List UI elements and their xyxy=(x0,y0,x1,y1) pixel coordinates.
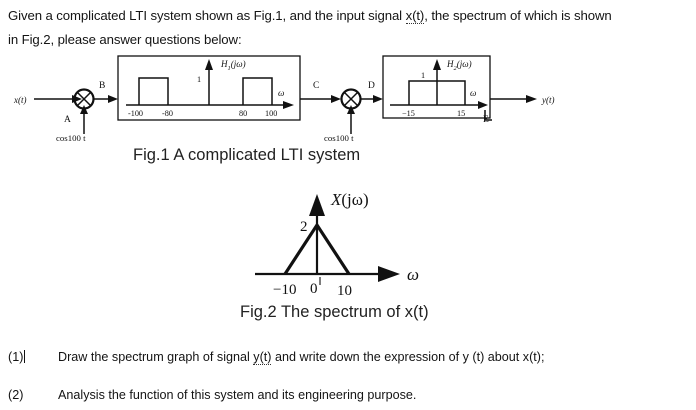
fig1-caption: Fig.1 A complicated LTI system xyxy=(133,146,361,164)
fig1-filter2-tick-1: 15 xyxy=(457,109,465,118)
fig1-filter1-tick-1: -80 xyxy=(162,109,173,118)
question-1-text: Draw the spectrum graph of signal y(t) a… xyxy=(58,350,545,365)
fig2-xtick-label-0: 0 xyxy=(310,281,318,297)
fig1-node-label-E: E xyxy=(483,115,489,125)
intro-underlined-token: x(t) xyxy=(405,8,425,24)
question-1-underlined-token: y(t) xyxy=(253,350,272,365)
fig1-filter1-passband-positive xyxy=(242,77,273,105)
fig1-filter2-passband xyxy=(408,80,466,105)
text-caret xyxy=(24,350,26,363)
fig1-node-E-bracket xyxy=(484,110,492,121)
intro-line-2-text: in Fig.2, please answer questions below: xyxy=(8,32,242,47)
arrowhead-b xyxy=(108,95,118,103)
question-2-number: (2) xyxy=(8,388,24,402)
fig1-block-diagram: x(t) A cos100 t B ω 1 H1(jω) xyxy=(13,55,555,143)
arrowhead-carrier1 xyxy=(80,105,88,114)
fig1-input-label: x(t) xyxy=(13,95,27,105)
fig1-node-label-B: B xyxy=(99,81,105,91)
fig1-node-label-A: A xyxy=(64,115,71,125)
fig1-filter2-yaxis-arrow xyxy=(433,59,441,70)
fig1-filter1-yaxis-arrow xyxy=(205,59,213,70)
fig1-filter2-amplitude-label: 1 xyxy=(421,71,425,80)
fig1-output-label: y(t) xyxy=(541,95,555,105)
arrowhead-c xyxy=(331,95,341,103)
fig1-filter1-box xyxy=(117,55,301,121)
fig1-filter1-xaxis-arrow xyxy=(283,101,294,109)
fig1-filter2-box xyxy=(382,55,491,119)
fig2-x-axis-arrow xyxy=(378,266,400,282)
fig1-filter1-name: H1(jω) xyxy=(220,59,246,72)
fig1-filter1-passband-negative xyxy=(138,77,169,105)
arrowhead-output xyxy=(526,95,537,103)
fig1-node-label-C: C xyxy=(313,81,319,91)
fig1-filter1-tick-2: 80 xyxy=(239,109,247,118)
fig2-ytick-label-2: 2 xyxy=(300,219,308,235)
fig1-node-label-D: D xyxy=(368,81,375,91)
fig2-xtick-label-10: 10 xyxy=(337,283,352,299)
fig2-spectrum-chart: ω X(jω) 2 −10 0 10 xyxy=(255,190,419,299)
fig1-filter2-name: H2(jω) xyxy=(446,59,472,72)
question-2-text: Analysis the function of this system and… xyxy=(58,388,417,402)
intro-line-1-text: Given a complicated LTI system shown as … xyxy=(8,8,612,24)
arrowhead-carrier2 xyxy=(347,105,355,114)
fig1-filter1-tick-3: 100 xyxy=(265,109,277,118)
fig2-chart-title: X(jω) xyxy=(330,190,369,209)
fig2-triangle-trace xyxy=(283,222,351,275)
intro-paragraph: Given a complicated LTI system shown as … xyxy=(8,4,692,52)
fig1-filter1-tick-0: -100 xyxy=(128,109,143,118)
fig1-filter1-axis-label: ω xyxy=(278,88,284,98)
fig2-xtick-label-neg10: −10 xyxy=(273,282,296,298)
fig1-filter2-xaxis-arrow xyxy=(478,101,488,109)
fig2-caption: Fig.2 The spectrum of x(t) xyxy=(240,303,429,321)
fig1-filter2-axis-label: ω xyxy=(470,88,476,98)
fig1-filter1-amplitude-label: 1 xyxy=(197,75,201,84)
question-1-number: (1) xyxy=(8,350,26,364)
fig1-carrier-2-label: cos100 t xyxy=(324,133,354,143)
fig2-x-axis-label: ω xyxy=(407,265,419,284)
arrowhead-d xyxy=(373,95,383,103)
fig1-filter2-tick-0: −15 xyxy=(402,109,415,118)
fig2-y-axis-arrow xyxy=(309,194,325,216)
fig1-carrier-1-label: cos100 t xyxy=(56,133,86,143)
